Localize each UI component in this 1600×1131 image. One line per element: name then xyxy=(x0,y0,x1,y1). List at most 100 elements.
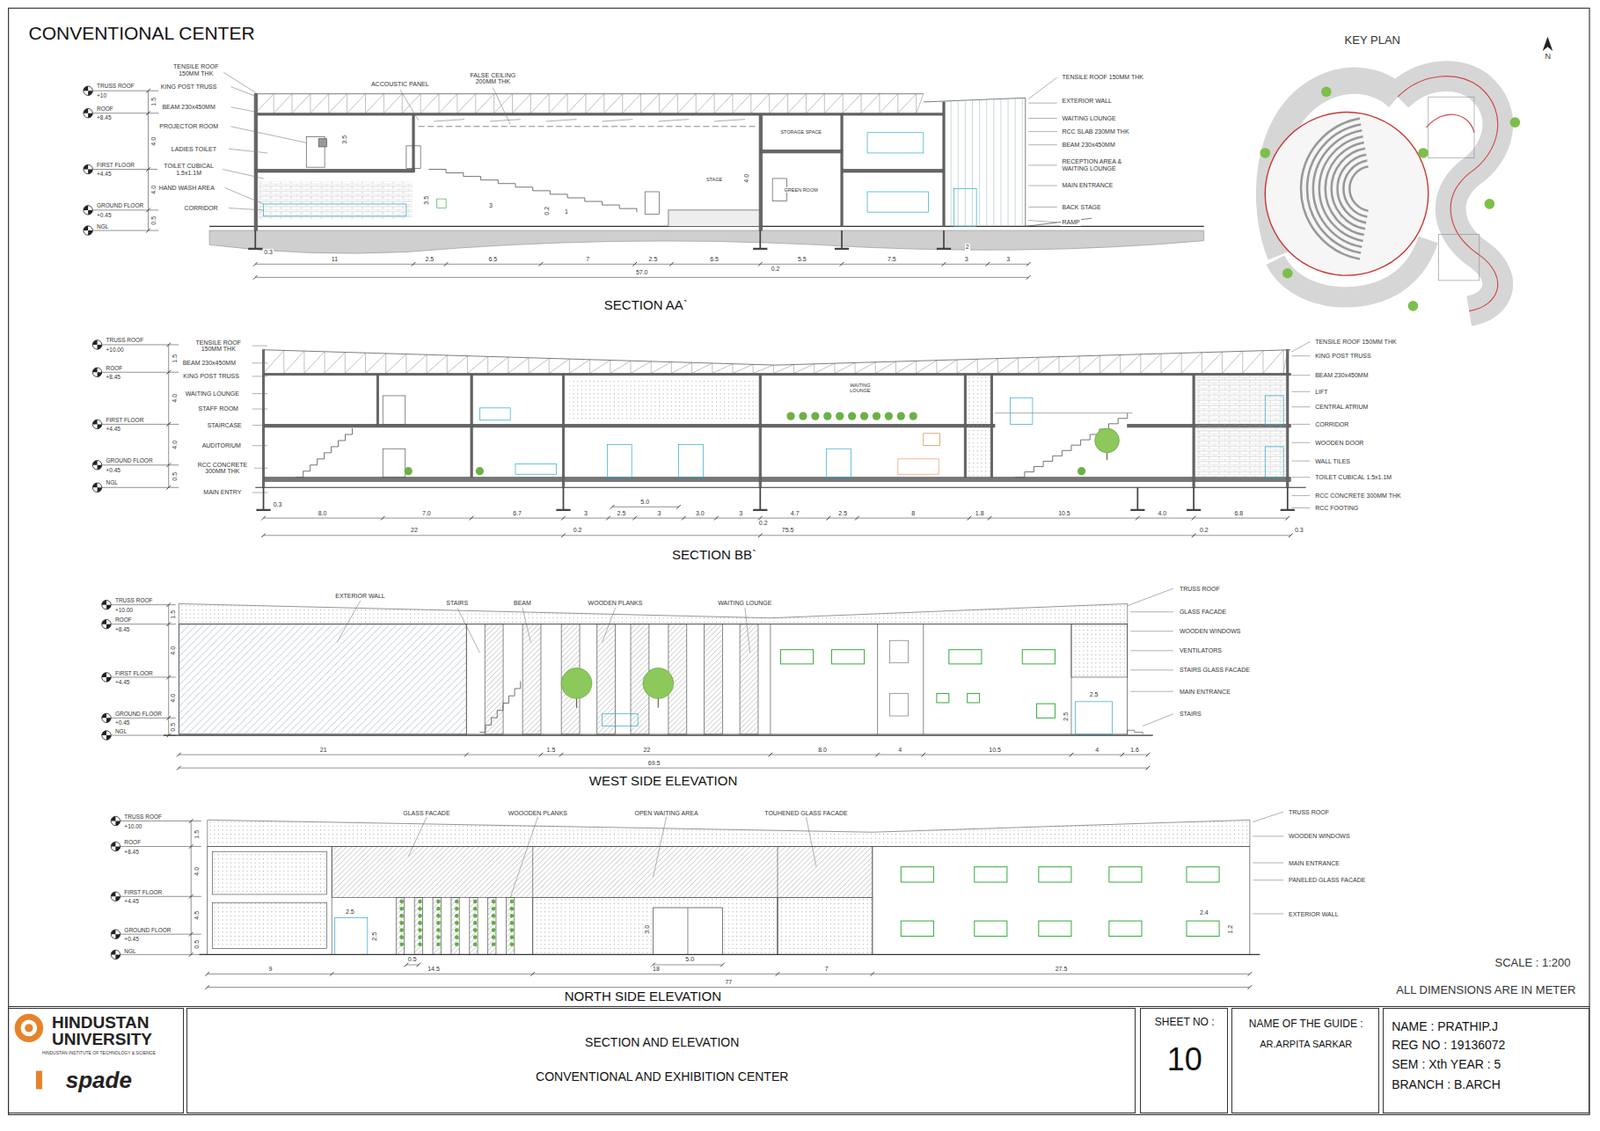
king-post-truss xyxy=(365,94,385,114)
annotation-label: 2 xyxy=(964,243,971,251)
level-marker xyxy=(102,672,107,678)
section-aa xyxy=(644,191,659,215)
annotation-label: +8.45 xyxy=(114,626,131,633)
level-marker xyxy=(106,677,111,682)
west-elevation xyxy=(876,624,878,735)
annotation-label: NGL xyxy=(123,948,137,955)
king-post-truss xyxy=(273,94,275,114)
dimension-tick xyxy=(768,752,774,758)
annotation-label: FIRST FLOOR xyxy=(95,161,136,169)
tree-symbol xyxy=(1321,87,1332,98)
dimension-value: 2.5 xyxy=(371,931,379,943)
auditorium-seating xyxy=(1337,154,1367,224)
stair-profile xyxy=(479,681,520,733)
king-post-truss xyxy=(1119,354,1121,373)
west-elevation xyxy=(949,650,982,665)
climber-plant xyxy=(473,920,478,926)
annotation-label: MAIN ENTRANCE xyxy=(1060,182,1114,190)
king-post-truss xyxy=(977,358,979,373)
king-post-truss xyxy=(426,354,428,373)
annotation-label: ROOF xyxy=(104,365,124,372)
glass-curtain xyxy=(993,99,994,227)
dimension-tick xyxy=(676,504,681,510)
dimension-value: 3.5 xyxy=(341,134,349,146)
section-aa xyxy=(257,181,413,220)
level-marker xyxy=(87,113,93,118)
annotation-label: KEY PLAN xyxy=(1344,34,1402,47)
annotation-label: +4.45 xyxy=(95,170,112,177)
king-post-truss xyxy=(1221,351,1223,373)
king-post-truss xyxy=(263,350,285,373)
king-post-truss xyxy=(677,94,696,114)
level-line xyxy=(110,623,176,625)
king-post-truss xyxy=(897,94,899,114)
king-post-truss xyxy=(658,94,678,114)
dimension-tick xyxy=(253,262,258,267)
level-marker xyxy=(97,372,103,377)
king-post-truss xyxy=(589,359,591,374)
west-elevation xyxy=(1037,703,1056,718)
key-plan xyxy=(1264,112,1429,277)
section-aa xyxy=(867,132,924,154)
level-marker xyxy=(102,730,107,736)
climber-plant xyxy=(491,899,497,905)
north-elevation xyxy=(533,897,778,955)
dimension-value: 1.5 xyxy=(169,609,177,621)
king-post-truss xyxy=(788,94,807,114)
annotation-label: 11 xyxy=(330,255,339,264)
king-post-truss xyxy=(548,94,550,114)
planter xyxy=(798,411,807,420)
dimension-value: 4.0 xyxy=(150,184,158,196)
level-line xyxy=(102,343,180,345)
dimension-tick xyxy=(416,963,421,968)
king-post-truss xyxy=(1059,357,1060,374)
annotation-label: RCC FOOTING xyxy=(1314,504,1359,512)
annotation-label: 0.2 xyxy=(770,265,782,273)
leader-line xyxy=(1127,588,1174,727)
king-post-truss xyxy=(751,94,770,114)
level-marker xyxy=(110,841,120,851)
sheet-frame xyxy=(8,7,1590,1115)
climber-plant xyxy=(491,935,497,940)
annotation-label: WOODEN DOOR xyxy=(1314,439,1365,447)
annotation-label: 10.5 xyxy=(987,746,1002,754)
king-post-truss xyxy=(567,94,586,114)
dimension-line xyxy=(207,973,1250,975)
king-post-truss xyxy=(1242,350,1243,373)
north-elevation xyxy=(451,897,460,955)
climber-plant xyxy=(454,913,460,919)
annotation-label: GLASS FACADE xyxy=(401,810,451,818)
dimension-tick xyxy=(632,262,637,267)
tree-symbol xyxy=(1484,198,1496,210)
dimension-line xyxy=(168,344,169,488)
dimension-line xyxy=(263,534,1292,536)
dimension-tick xyxy=(854,516,860,521)
level-marker xyxy=(92,340,97,345)
auditorium-seating xyxy=(1331,148,1366,229)
dimension-tick xyxy=(714,516,719,521)
climber-plant xyxy=(473,913,478,919)
section-bb xyxy=(964,374,966,478)
dimension-tick xyxy=(1146,766,1151,771)
north-elevation xyxy=(414,897,423,955)
annotation-label: GREEN ROOM xyxy=(783,187,819,193)
level-marker xyxy=(102,619,107,624)
climber-plant xyxy=(417,935,423,940)
west-elevation xyxy=(1075,701,1113,735)
king-post-truss xyxy=(773,365,775,373)
king-post-truss xyxy=(406,354,427,373)
king-post-truss xyxy=(1201,352,1203,374)
king-post-truss xyxy=(1242,350,1264,374)
north-elevation xyxy=(1186,920,1220,936)
drawing-title: SECTION BB` xyxy=(671,547,758,563)
planter xyxy=(884,411,893,420)
king-post-truss xyxy=(711,363,713,373)
tree-canopy xyxy=(642,668,674,700)
climber-plant xyxy=(510,942,515,947)
annotation-label: WALL TILES xyxy=(1314,458,1352,466)
climber-plant xyxy=(436,913,441,919)
annotation-label: 3 xyxy=(583,510,589,518)
king-post-truss xyxy=(1038,357,1060,374)
level-marker xyxy=(87,230,93,235)
